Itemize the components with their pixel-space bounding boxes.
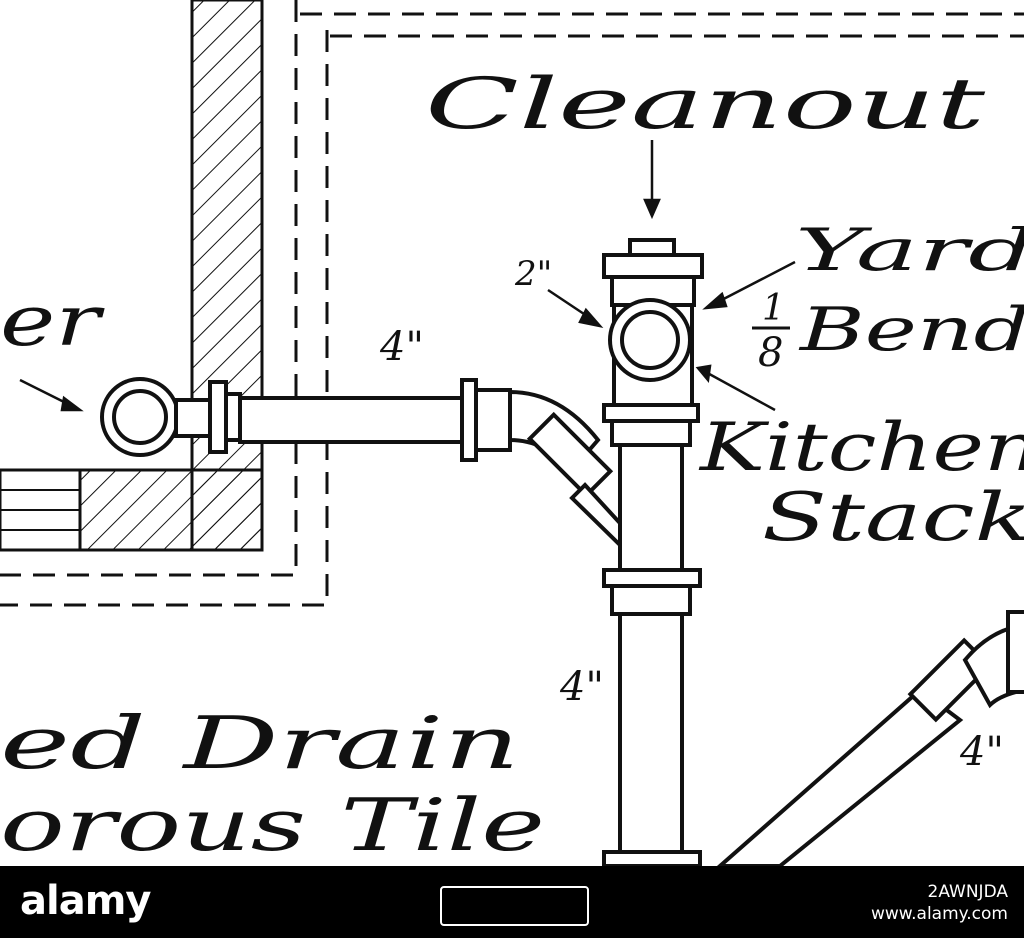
foundation-wall <box>0 0 264 552</box>
yard-label: Yard <box>795 216 1024 284</box>
plumbing-diagram: Cleanout Yard 1 8 Bend Kitchen Stack er … <box>0 0 1024 866</box>
kitchen-label: Kitchen <box>699 409 1024 486</box>
image-meta: 2AWNJDA www.alamy.com <box>871 882 1008 924</box>
sewer-label: er <box>0 280 105 362</box>
house-drain-pipe <box>238 378 512 462</box>
kitchen-stack-pipe <box>602 238 704 866</box>
sewer-cleanout <box>100 377 242 457</box>
pipe-size-4in-house: 4" <box>379 324 424 370</box>
lower-right-pipe <box>716 610 1024 866</box>
watermark-frame <box>440 886 589 926</box>
pointer-arrows <box>19 140 796 412</box>
watermark-bar: alamy 2AWNJDA www.alamy.com <box>0 866 1024 938</box>
drain-label-line2: orous Tile <box>0 783 545 866</box>
drain-label-line1: ed Drain <box>0 701 520 785</box>
alamy-url: www.alamy.com <box>870 904 1008 924</box>
pipe-size-4in-right: 4" <box>959 729 1004 775</box>
bend-fraction-denominator: 8 <box>758 330 783 376</box>
footing-outline <box>0 0 1024 607</box>
bend-fraction-numerator: 1 <box>762 288 785 329</box>
image-id: 2AWNJDA <box>927 882 1008 902</box>
alamy-logo: alamy <box>20 878 151 924</box>
bend-label: Bend <box>799 295 1024 365</box>
pipe-size-4in-vertical: 4" <box>559 664 604 710</box>
cleanout-label: Cleanout <box>425 63 987 145</box>
pipe-size-2in: 2" <box>514 254 552 294</box>
stack-label: Stack <box>762 479 1024 556</box>
